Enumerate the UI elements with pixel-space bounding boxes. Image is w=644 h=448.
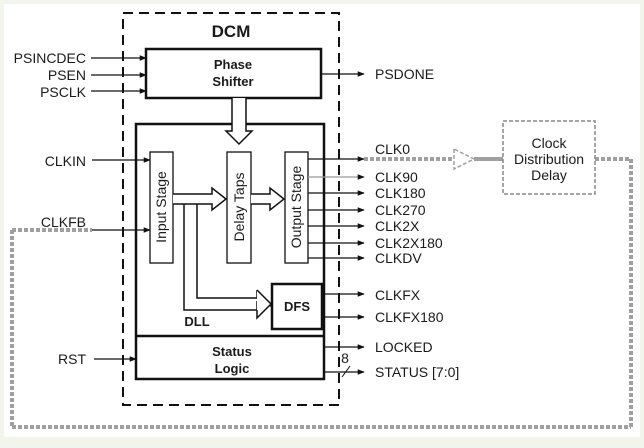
delay-to-output-arrow: [251, 186, 286, 212]
output-status: 8 STATUS [7:0]: [324, 350, 459, 380]
output-clk90: CLK90: [308, 169, 418, 185]
buffer-icon: [453, 147, 476, 171]
input-stage-label: Input Stage: [153, 171, 169, 243]
phase-shifter-label-1: Phase: [214, 57, 252, 72]
output-clkdv: CLKDV: [308, 250, 422, 266]
feedback-path: [10, 147, 633, 429]
dfs-block: DFS: [270, 282, 324, 331]
output-psdone: PSDONE: [321, 66, 434, 82]
psen-label: PSEN: [48, 67, 86, 83]
clkfx-label: CLKFX: [375, 287, 421, 303]
output-locked: LOCKED: [324, 339, 433, 355]
output-clk270: CLK270: [308, 202, 426, 218]
cdd-label-1: Clock: [531, 135, 567, 151]
psclk-label: PSCLK: [40, 84, 87, 100]
input-clkin: CLKIN: [45, 153, 151, 169]
output-clkfx: CLKFX: [322, 287, 421, 303]
dfs-label: DFS: [284, 299, 310, 314]
output-clk2x180: CLK2X180: [308, 235, 443, 251]
output-stage-label: Output Stage: [288, 166, 304, 249]
clk180-label: CLK180: [375, 185, 426, 201]
phase-shifter-label-2: Shifter: [212, 74, 253, 89]
cdd-label-3: Delay: [531, 167, 567, 183]
rst-label: RST: [58, 351, 86, 367]
delay-taps-block: Delay Taps: [226, 151, 252, 264]
clkfb-label: CLKFB: [41, 214, 86, 230]
locked-label: LOCKED: [375, 339, 433, 355]
clkdv-label: CLKDV: [375, 250, 422, 266]
psincdec-label: PSINCDEC: [14, 50, 86, 66]
output-clkfx180: CLKFX180: [322, 309, 444, 325]
input-psen: PSEN: [48, 67, 147, 83]
dcm-title: DCM: [212, 22, 251, 41]
clk0-label: CLK0: [375, 141, 410, 157]
bus-slash: [341, 365, 351, 378]
status-label: STATUS [7:0]: [375, 364, 459, 380]
cdd-label-2: Distribution: [514, 151, 584, 167]
psdone-label: PSDONE: [375, 66, 434, 82]
delay-taps-label: Delay Taps: [231, 172, 247, 241]
clk270-label: CLK270: [375, 202, 426, 218]
input-to-delay-arrow: [173, 186, 228, 212]
status-logic-label-2: Logic: [215, 361, 250, 376]
input-stage-block: Input Stage: [149, 151, 174, 264]
input-rst: RST: [58, 351, 137, 367]
input-psincdec: PSINCDEC: [14, 50, 147, 66]
clock-distribution-delay-block: Clock Distribution Delay: [502, 120, 596, 195]
clkin-label: CLKIN: [45, 153, 86, 169]
output-clk180: CLK180: [308, 185, 426, 201]
phase-to-delay-arrow: [224, 98, 254, 146]
output-stage-block: Output Stage: [284, 151, 309, 264]
input-psclk: PSCLK: [40, 84, 147, 100]
input-clkfb: CLKFB: [41, 214, 151, 233]
output-clk0: CLK0: [308, 141, 410, 162]
clk2x-label: CLK2X: [375, 218, 420, 234]
output-clk2x: CLK2X: [308, 218, 420, 234]
clkfx180-label: CLKFX180: [375, 309, 444, 325]
clk90-label: CLK90: [375, 169, 418, 185]
dll-label: DLL: [184, 314, 209, 329]
phase-shifter-block: Phase Shifter: [144, 47, 323, 100]
clk2x180-label: CLK2X180: [375, 235, 443, 251]
dfs-arrow-head: [256, 289, 273, 320]
status-logic-label-1: Status: [212, 344, 252, 359]
bus-width-label: 8: [341, 350, 349, 366]
